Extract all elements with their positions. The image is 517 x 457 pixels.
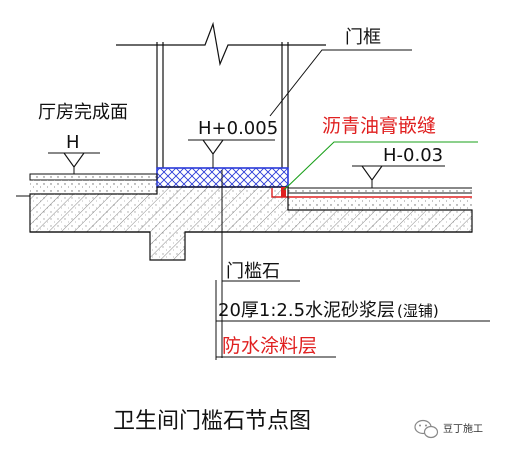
watermark: 豆丁施工 [414,419,483,439]
level-bath-label: H-0.03 [383,145,443,166]
hall-finish-label: 厅房完成面 [38,102,128,123]
bathroom-floor-layers [271,187,472,211]
level-marker-bath [352,165,445,188]
diagram-caption: 卫生间门槛石节点图 [113,409,311,434]
door-frame-leader [269,49,412,117]
level-hall-label: H [66,132,80,153]
asphalt-joint [281,187,286,197]
watermark-text: 豆丁施工 [443,422,483,435]
mortar-layer-note: (湿铺) [397,302,439,320]
asphalt-joint-leader [283,141,478,191]
level-marker-sill [188,139,275,168]
door-frame-label: 门框 [345,27,381,48]
structural-slab [16,186,473,261]
waterproof-layer-label: 防水涂料层 [222,335,317,357]
mortar-layer-label: 20厚1:2.5水泥砂浆层(湿铺) [218,300,439,321]
asphalt-joint-label: 沥青油膏嵌缝 [322,114,436,137]
sill-stone-leader [215,170,490,360]
hall-floor-layers [29,173,158,195]
level-marker-hall [48,152,100,174]
sill-stone-label: 门槛石 [226,261,280,282]
door-frame [116,21,326,168]
level-sill-label: H+0.005 [198,118,278,139]
mortar-layer-text: 20厚1:2.5水泥砂浆层 [218,300,395,321]
wechat-icon [414,419,439,439]
